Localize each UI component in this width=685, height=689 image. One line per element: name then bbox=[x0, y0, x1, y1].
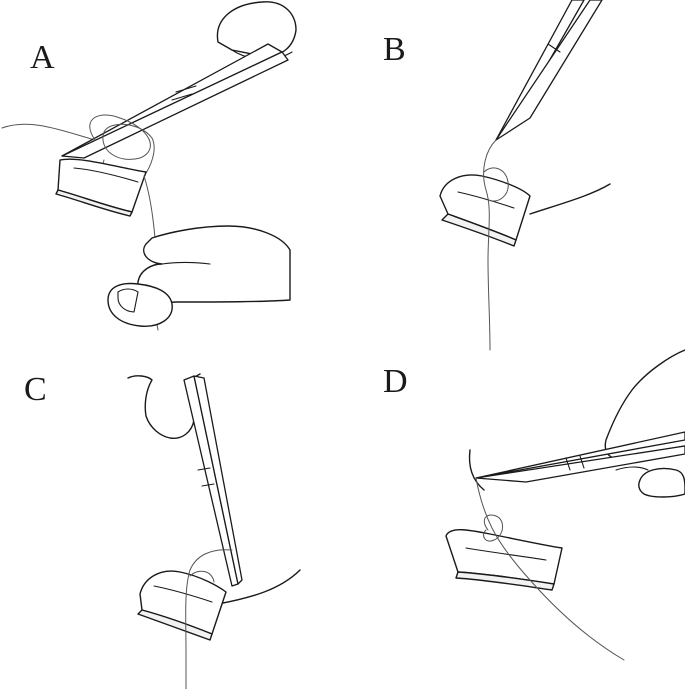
panel-a-background-line bbox=[1, 123, 96, 141]
panel-d-suture-strand bbox=[475, 477, 625, 661]
panel-b-label: B bbox=[383, 31, 406, 68]
panel-d-skin-contour bbox=[468, 449, 485, 491]
panel-b-needle-holder-jaw-left bbox=[495, 0, 585, 141]
panel-b-skin-contour bbox=[529, 183, 611, 215]
panel-d-hand-finger bbox=[638, 467, 685, 498]
panel-a: A bbox=[1, 1, 297, 331]
panel-b-needle-holder-jaw-right bbox=[495, 0, 603, 141]
panel-c: C bbox=[24, 371, 301, 689]
panel-a-upper-hand bbox=[216, 1, 297, 57]
panel-c-suture-loop bbox=[189, 570, 215, 583]
panel-c-needle-holder-jaw-left bbox=[183, 375, 239, 587]
panel-b-incision-line bbox=[457, 191, 515, 209]
panel-a-skin-pad-side bbox=[55, 189, 133, 217]
panel-b-suture-strand bbox=[483, 139, 497, 351]
panel-a-needle-holder-joint bbox=[171, 85, 197, 101]
panel-c-suture-strand bbox=[185, 549, 233, 689]
panel-a-finger-crease bbox=[161, 261, 211, 265]
panel-d-skin-pad-side bbox=[455, 571, 555, 591]
panel-d-incision-line bbox=[465, 547, 547, 561]
panel-d-suture-knot bbox=[483, 514, 503, 542]
panel-c-needle-holder-joint bbox=[197, 467, 215, 487]
panel-c-needle-holder-jaw-right bbox=[193, 375, 243, 585]
panel-b-needle-holder-joint bbox=[547, 43, 561, 53]
panel-a-needle-holder-jaw-lower bbox=[61, 51, 289, 159]
panel-c-skin-contour bbox=[217, 569, 301, 605]
panel-a-thumbnail bbox=[117, 288, 139, 313]
panel-c-skin-pad-side bbox=[137, 609, 213, 641]
panel-d-hand-crease bbox=[615, 466, 649, 471]
panel-d: D bbox=[383, 349, 685, 661]
panel-a-suture-loop bbox=[89, 114, 155, 177]
panel-c-label: C bbox=[24, 371, 47, 408]
panel-a-lower-hand-thumb bbox=[107, 282, 173, 327]
panel-b-suture-knot bbox=[483, 167, 509, 202]
panel-a-incision-line bbox=[73, 167, 139, 183]
panel-d-label: D bbox=[383, 363, 408, 400]
panel-d-needle-holder-jaw-upper bbox=[475, 431, 685, 479]
panel-b-skin-pad-side bbox=[441, 213, 517, 247]
panel-c-incision-line bbox=[153, 585, 213, 603]
panel-a-label: A bbox=[30, 39, 55, 76]
panel-b: B bbox=[383, 0, 611, 351]
panel-d-needle-holder-jaw-lower bbox=[475, 445, 685, 483]
panel-d-needle-holder-joint bbox=[565, 455, 585, 471]
